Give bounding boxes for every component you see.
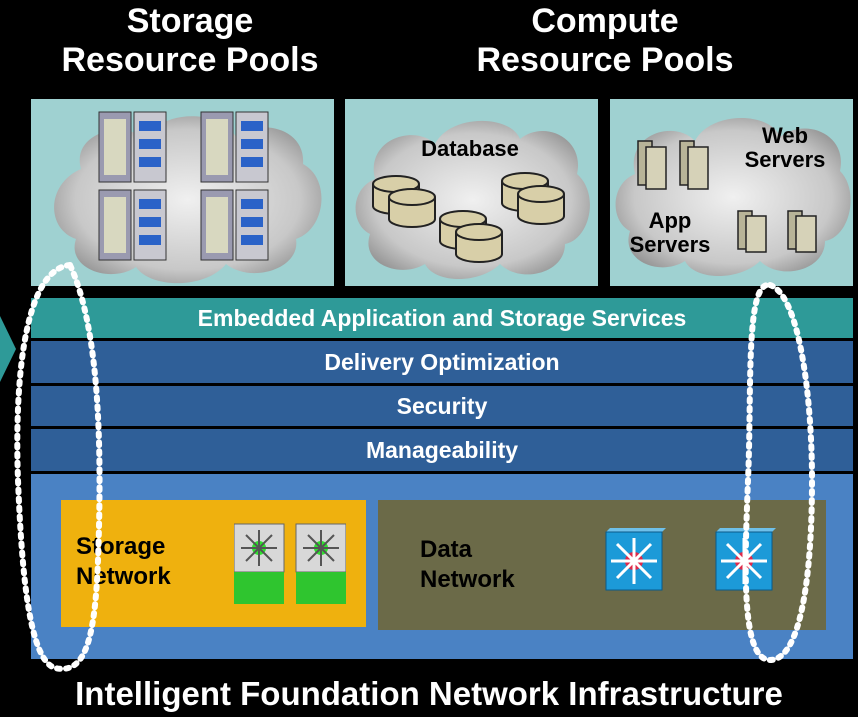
footer-title: Intelligent Foundation Network Infrastru…	[75, 675, 783, 712]
database-cylinder-icon	[372, 172, 565, 263]
storage-network-label: Storage Network	[76, 532, 171, 592]
server-icon	[637, 140, 817, 253]
storage-array-icon	[98, 111, 269, 261]
compute-pools-title: Compute Resource Pools	[440, 2, 770, 80]
storage-network-label-line2: Network	[76, 563, 171, 590]
right-dotted-outline	[742, 281, 816, 664]
data-network-label: Data Network	[420, 535, 515, 595]
web-servers-label-line1: Web	[761, 123, 809, 148]
server-pool-panel: Web Servers App Servers	[610, 99, 853, 286]
data-network-box: Data Network	[378, 500, 826, 630]
compute-pools-title-line2: Resource Pools	[476, 41, 734, 79]
cloud-icon	[355, 120, 590, 279]
database-label: Database	[421, 136, 519, 161]
compute-pools-title-line1: Compute	[531, 2, 679, 40]
data-network-label-line1: Data	[420, 536, 473, 563]
web-servers-label: Web Servers	[715, 124, 853, 172]
services-layer: Embedded Application and Storage Service…	[31, 298, 853, 338]
delivery-optimization-layer: Delivery Optimization	[31, 341, 853, 383]
manageability-layer: Manageability	[31, 429, 853, 471]
security-layer: Security	[31, 386, 853, 426]
storage-pools-title: Storage Resource Pools	[45, 2, 335, 80]
left-arrow-icon	[0, 316, 16, 382]
storage-switch-icon	[234, 523, 346, 604]
storage-network-label-line1: Storage	[76, 533, 166, 560]
storage-network-box: Storage Network	[61, 500, 366, 627]
storage-array-group	[98, 111, 269, 261]
left-dotted-outline	[14, 261, 103, 672]
database-cylinder-group	[372, 172, 565, 263]
app-servers-label: App Servers	[610, 209, 730, 257]
web-servers-label-line2: Servers	[744, 147, 826, 172]
storage-pools-title-line1: Storage	[126, 2, 254, 40]
storage-pool-panel	[31, 99, 334, 286]
database-pool-panel: Database	[345, 99, 598, 286]
server-group	[637, 140, 817, 253]
storage-pools-title-line2: Resource Pools	[61, 41, 319, 79]
app-servers-label-line2: Servers	[629, 232, 711, 257]
multilayer-switch-icon	[605, 528, 776, 591]
app-servers-label-line1: App	[648, 208, 692, 233]
data-network-label-line2: Network	[420, 566, 515, 593]
